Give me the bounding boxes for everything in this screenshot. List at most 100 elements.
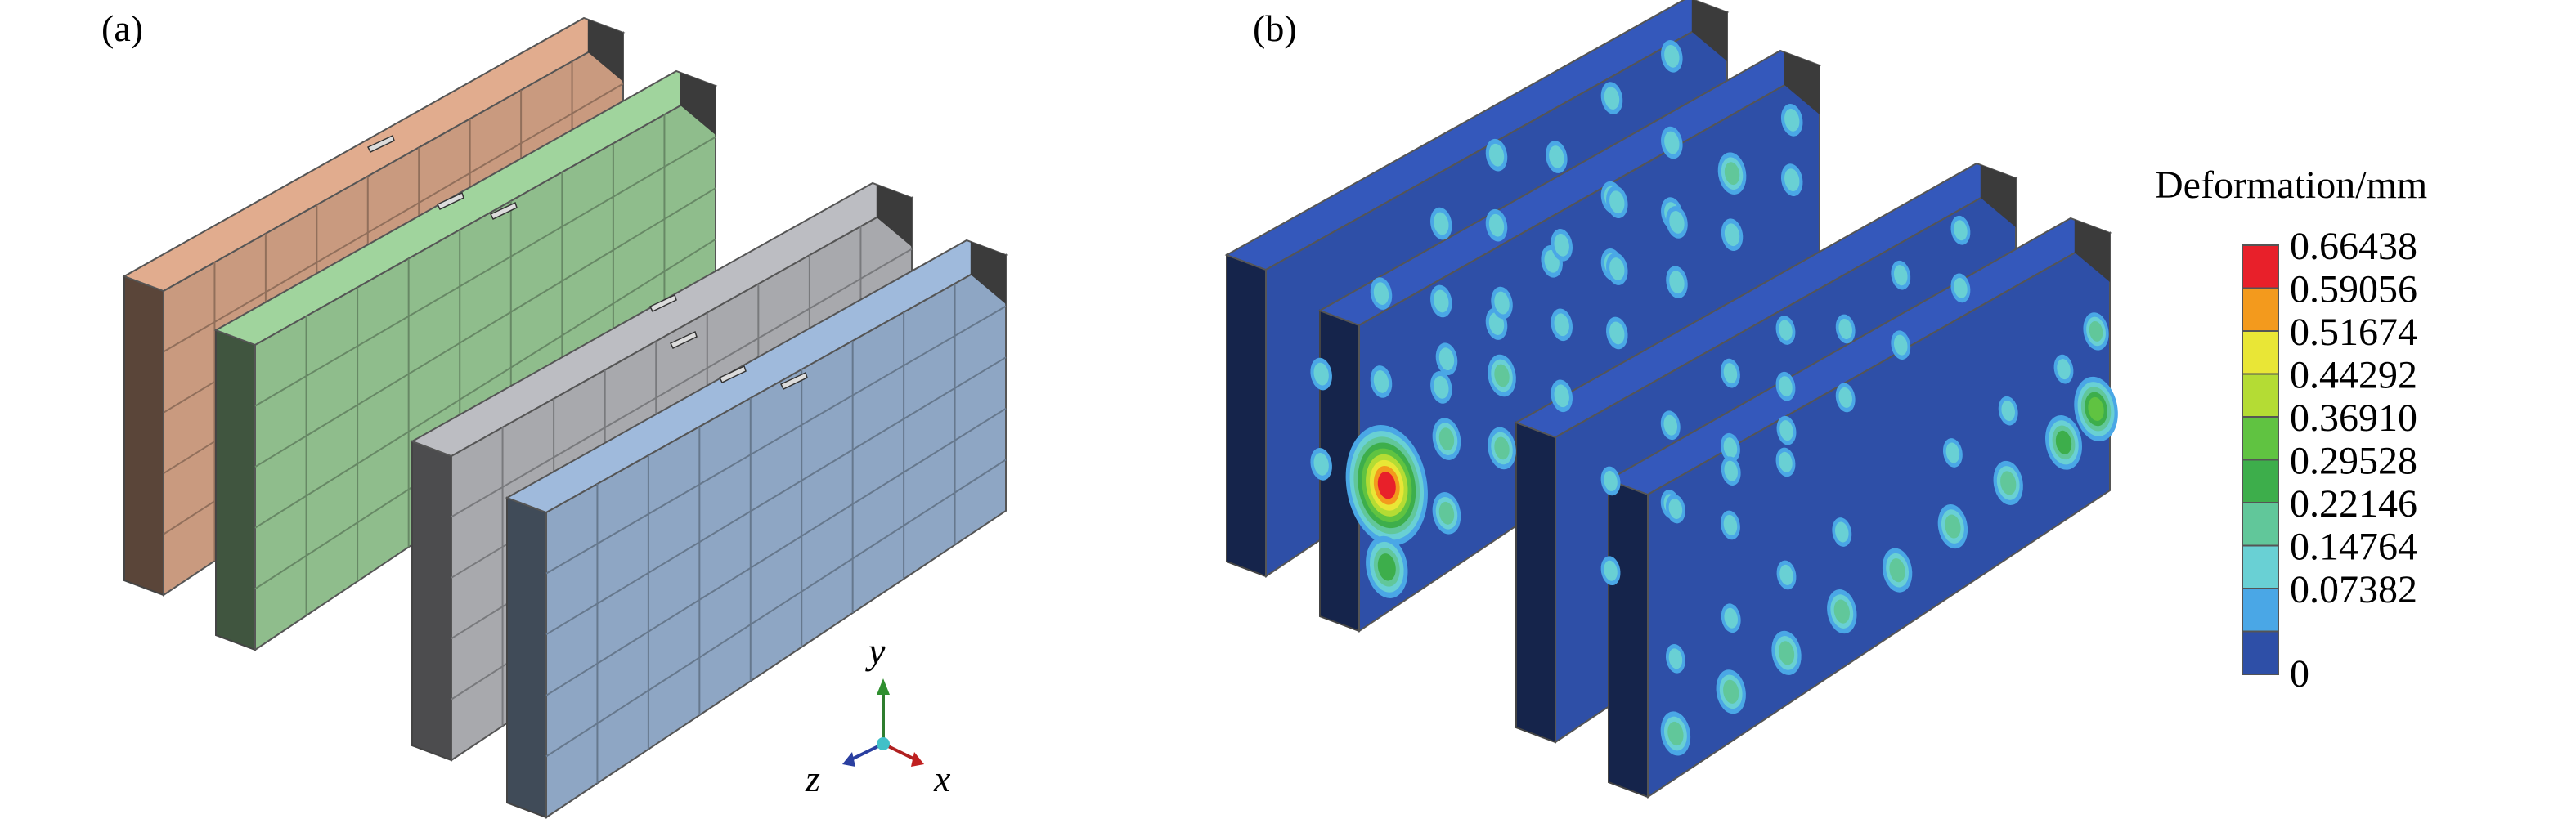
contour-wall-1-deformation-spot [1434,289,1449,313]
contour-wall-4-deformation-spot [1668,648,1683,669]
contour-wall-1-deformation-spot [1313,362,1329,386]
panel-label-b: (b) [1253,7,1297,49]
legend-swatch [2242,373,2279,418]
contour-wall-2-end-cap [1784,51,1820,114]
contour-wall-3-deformation-spot [1723,514,1738,535]
contour-wall-2-deformation-spot [1784,168,1800,192]
legend-swatch [2242,459,2279,503]
legend-swatch [2242,244,2279,289]
legend-swatch [2242,544,2279,589]
contour-wall-3-deformation-spot [1893,265,1908,286]
legend-swatch [2242,588,2279,633]
contour-wall-2-deformation-spot [1609,321,1625,345]
wall-4-grid-line [545,407,1007,696]
contour-wall-4-deformation-spot [1833,599,1850,624]
contour-wall-2-deformation-spot [1724,162,1740,186]
legend-tick-label: 0.22146 [2290,482,2417,526]
wall-connector [669,330,698,349]
legend-tick-label: 0.59056 [2290,268,2417,311]
contour-wall-3-deformation-spot [1663,414,1678,436]
contour-wall-3-deformation-spot [1779,376,1793,397]
x-axis-arrowhead [911,752,924,767]
coordinate-triad: y z x [805,630,951,799]
legend-tick-label: 0.51674 [2290,311,2417,354]
contour-wall-3-deformation-spot [1954,220,1968,241]
contour-wall-4-deformation-spot [1945,442,1960,463]
contour-wall-2-deformation-spot [1438,501,1455,525]
wall-connector [489,201,518,220]
wall-4-side-face [506,496,547,819]
contour-wall-4-deformation-spot [1835,521,1849,543]
contour-wall-4-deformation-spot [1668,498,1683,519]
wall-4-end-cap [970,241,1006,304]
legend-swatch [2242,416,2279,461]
wall-4 [505,239,1008,819]
legend-tick-label: 0.36910 [2290,396,2417,440]
contour-wall-3-deformation-spot [1779,451,1793,472]
contour-wall-2-deformation-spot [1377,472,1396,499]
contour-wall-3-deformation-spot [1838,387,1852,408]
contour-wall-3-deformation-spot [1954,277,1968,298]
legend-title: Deformation/mm [2155,163,2427,207]
wall-2-grid-line [254,238,716,529]
contour-wall-1-deformation-spot [1549,145,1564,168]
contour-wall-2-deformation-spot [1494,291,1510,315]
panel-a-geometry [122,16,1008,819]
contour-wall-3-deformation-spot [1893,334,1908,356]
contour-wall-1-deformation-spot [1434,376,1449,399]
contour-wall-3-deformation-spot [1723,437,1738,459]
contour-wall-2-deformation-spot [1609,257,1625,280]
contour-wall-2-deformation-spot [1554,384,1569,408]
contour-wall-4-deformation-spot [1779,564,1793,585]
wall-2-end-cap [680,72,716,135]
contour-wall-4 [1606,217,2112,799]
legend-tick-label: 0.14764 [2290,526,2417,569]
wall-connector [366,134,395,153]
contour-wall-1-deformation-spot [1313,452,1329,476]
contour-wall-3-deformation-spot [1779,320,1793,341]
y-axis-label: y [865,630,886,672]
contour-wall-3-deformation-spot [1604,560,1618,581]
legend-tick-label: 0 [2290,652,2309,696]
wall-connector [436,191,464,210]
contour-wall-1-side-face [1226,253,1267,578]
contour-wall-4-deformation-spot [1889,558,1905,583]
z-axis-label: z [805,758,820,799]
contour-wall-4-deformation-spot [2055,430,2072,454]
panel-label-a: (a) [101,7,143,49]
wall-1-side-face [123,275,164,597]
contour-wall-1-deformation-spot [1373,370,1389,393]
wall-4-grid-line [545,305,1007,575]
wall-2-grid-line [254,187,716,468]
contour-wall-2-deformation-spot [1669,211,1685,234]
contour-wall-1-deformation-spot [1373,282,1389,305]
contour-wall-4-deformation-spot [1723,679,1739,704]
contour-wall-4-deformation-spot [1667,721,1684,746]
contour-wall-2-deformation-spot [1494,364,1510,387]
contour-wall-2-deformation-spot [1377,553,1396,581]
z-axis-arrowhead [842,752,855,767]
x-axis-label: x [933,758,951,799]
y-axis-arrowhead [877,678,890,695]
contour-wall-2-deformation-spot [1784,108,1800,132]
wall-2-side-face [215,329,256,651]
contour-wall-4-deformation-spot [1778,641,1795,665]
contour-wall-4-deformation-spot [2057,359,2071,380]
contour-wall-1-deformation-spot [1488,213,1505,237]
wall-3-side-face [411,440,452,762]
wall-3-grid-line [451,248,913,518]
legend-swatch [2242,630,2279,675]
legend-tick-label: 0.66438 [2290,225,2417,268]
wall-connector [648,293,677,312]
contour-wall-2-deformation-spot [1724,223,1740,247]
contour-wall-4-deformation-spot [2089,320,2103,342]
wall-4-grid-line [545,459,1007,758]
panel-b-contour [1224,0,2118,799]
contour-wall-4-deformation-spot [2000,471,2017,495]
contour-wall-1-deformation-spot [1664,44,1680,68]
wall-4-grid-line [545,356,1007,636]
contour-wall-1-deformation-spot [1434,212,1449,235]
wall-1-end-cap [587,19,623,82]
contour-wall-1-deformation-spot [1488,143,1505,167]
